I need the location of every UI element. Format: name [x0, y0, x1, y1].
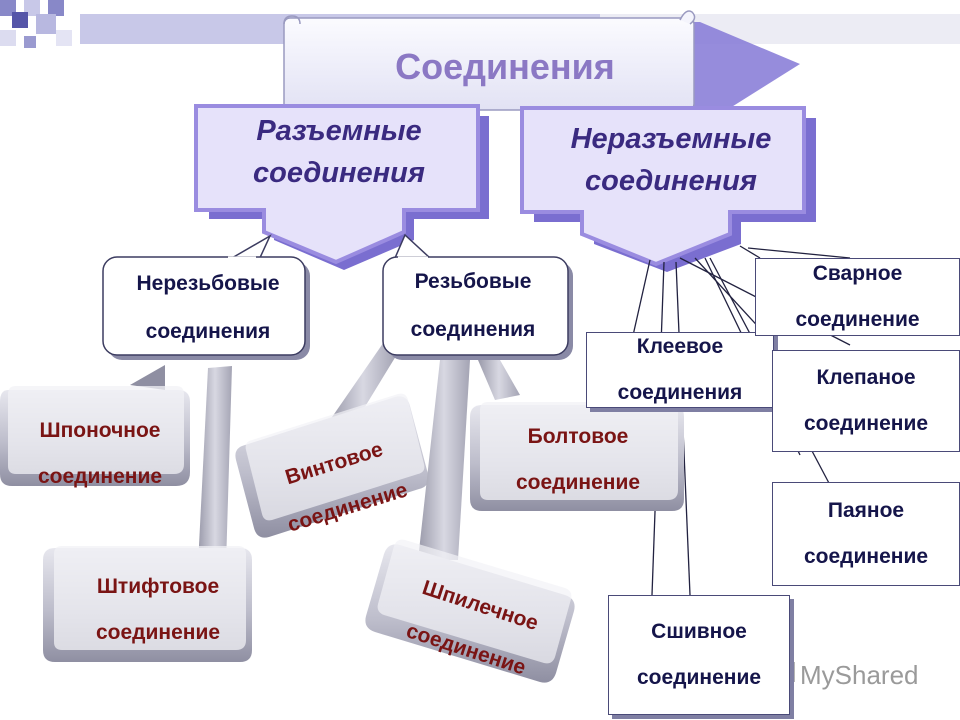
pin-joint-label: Штифтовое соединение [58, 564, 258, 656]
riveted-joint-line2: соединение [803, 412, 929, 435]
detachable-heading: Разъемные соединения [200, 110, 478, 194]
welded-joint-line2: соединение [795, 308, 920, 331]
threaded-line2: соединения [410, 318, 536, 341]
bolt-joint-line2: соединение [515, 471, 641, 494]
glued-joint-line2: соединения [617, 381, 743, 404]
stud-callout [365, 360, 575, 683]
glued-joint-line1: Клеевое [636, 335, 724, 358]
nonthreaded-label: Нерезьбовые соединения [108, 260, 308, 356]
riveted-joint-line1: Клепаное [816, 366, 916, 389]
glued-joint-box: Клеевое соединения [586, 332, 774, 408]
pin-joint-line1: Штифтовое [96, 575, 220, 598]
nonthreaded-line1: Нерезьбовые [136, 272, 280, 295]
nonthreaded-line2: соединения [145, 320, 271, 343]
sewn-joint-line2: соединение [636, 666, 762, 689]
permanent-heading-line1: Неразъемные [570, 123, 772, 155]
detachable-heading-line2: соединения [253, 157, 425, 189]
title-scroll [283, 10, 800, 111]
threaded-callout-shape [382, 233, 573, 360]
soldered-joint-box: Паяное соединение [772, 482, 960, 586]
sewn-joint-box: Сшивное соединение [608, 595, 790, 715]
watermark: MyShared [770, 655, 950, 695]
permanent-heading-line2: соединения [585, 165, 757, 197]
detachable-heading-line1: Разъемные [256, 115, 422, 147]
corner-decoration [0, 0, 72, 48]
soldered-joint-line2: соединение [803, 545, 929, 568]
watermark-text: MyShared [800, 659, 919, 690]
diagram-title: Соединения [395, 46, 615, 87]
key-joint-line2: соединение [37, 465, 163, 488]
detachable-header-arrow [194, 104, 489, 270]
threaded-line1: Резьбовые [414, 270, 532, 293]
bolt-joint-label: Болтовое соединение [488, 414, 668, 506]
permanent-heading: Неразъемные соединения [526, 118, 816, 202]
welded-joint-box: Сварное соединение [755, 258, 960, 336]
screw-callout [235, 336, 429, 538]
threaded-label: Резьбовые соединения [378, 258, 568, 354]
pin-callout [43, 366, 252, 662]
bolt-callout [470, 360, 684, 511]
key-joint-line1: Шпоночное [39, 419, 161, 442]
bolt-joint-line1: Болтовое [527, 425, 629, 448]
soldered-joint-line1: Паяное [827, 499, 905, 522]
welded-joint-line1: Сварное [812, 262, 903, 285]
riveted-joint-box: Клепаное соединение [772, 350, 960, 452]
pin-joint-line2: соединение [95, 621, 221, 644]
key-joint-label: Шпоночное соединение [10, 408, 190, 500]
permanent-header-arrow [520, 106, 816, 272]
nonthreaded-callout-shape [102, 234, 310, 360]
key-callout [0, 365, 190, 486]
sewn-joint-line1: Сшивное [651, 620, 747, 643]
